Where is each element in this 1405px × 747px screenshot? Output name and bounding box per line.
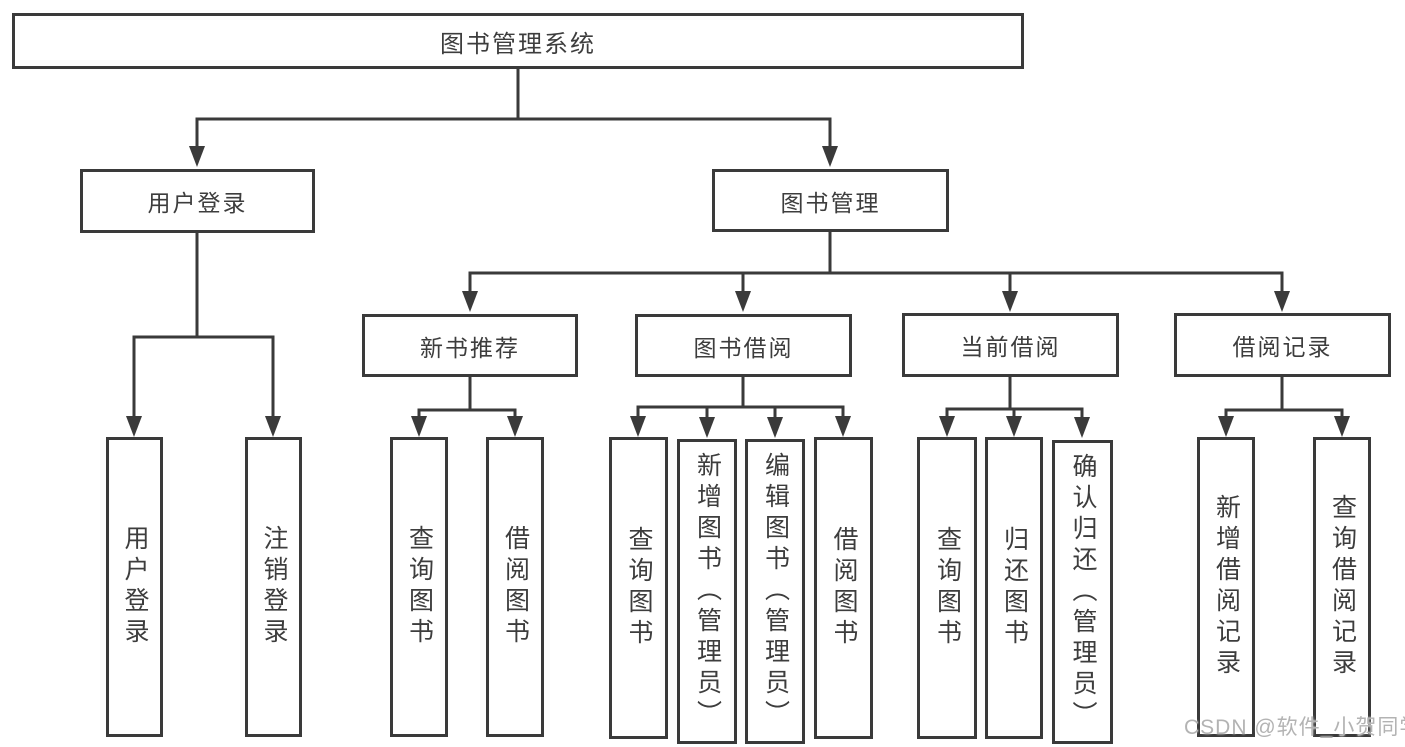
leaf-recommend-query-book: 查询图书	[390, 437, 448, 737]
leaf-logout-label: 注销登录	[260, 525, 288, 649]
leaf-record-add-borrow-record-label: 新增借阅记录	[1212, 494, 1241, 680]
leaf-record-query-borrow-record-label: 查询借阅记录	[1328, 494, 1357, 680]
leaf-borrow-add-book-admin: 新增图书（管理员）	[677, 439, 737, 744]
node-borrow-record: 借阅记录	[1174, 313, 1391, 377]
node-book-management: 图书管理	[712, 169, 949, 232]
node-book-borrow: 图书借阅	[635, 314, 852, 377]
leaf-borrow-edit-book-admin-label: 编辑图书（管理员）	[761, 452, 790, 731]
node-library-management-system: 图书管理系统	[12, 13, 1024, 69]
node-user-login: 用户登录	[80, 169, 315, 233]
arrowheads	[126, 146, 1350, 438]
leaf-recommend-borrow-book-label: 借阅图书	[501, 525, 530, 649]
leaf-current-return-book-label: 归还图书	[1000, 526, 1029, 650]
leaf-borrow-add-book-admin-label: 新增图书（管理员）	[693, 452, 722, 731]
leaf-user-login: 用户登录	[106, 437, 163, 737]
leaf-recommend-query-book-label: 查询图书	[405, 525, 434, 649]
node-current-borrow: 当前借阅	[902, 313, 1119, 377]
leaf-borrow-borrow-book-label: 借阅图书	[830, 526, 858, 650]
leaf-record-add-borrow-record: 新增借阅记录	[1197, 437, 1255, 737]
leaf-user-login-label: 用户登录	[121, 525, 149, 649]
leaf-borrow-query-book-label: 查询图书	[625, 526, 653, 650]
leaf-borrow-edit-book-admin: 编辑图书（管理员）	[745, 439, 805, 744]
leaf-borrow-borrow-book: 借阅图书	[814, 437, 873, 739]
leaf-recommend-borrow-book: 借阅图书	[486, 437, 544, 737]
leaf-current-confirm-return-admin: 确认归还（管理员）	[1052, 440, 1113, 744]
leaf-current-query-book: 查询图书	[917, 437, 977, 739]
leaf-current-confirm-return-admin-label: 确认归还（管理员）	[1069, 452, 1097, 732]
leaf-current-return-book: 归还图书	[985, 437, 1043, 739]
node-new-book-recommend: 新书推荐	[362, 314, 578, 377]
csdn-watermark: CSDN @软件_小贺同学	[1184, 716, 1405, 739]
leaf-logout: 注销登录	[245, 437, 302, 737]
leaf-record-query-borrow-record: 查询借阅记录	[1313, 437, 1371, 737]
leaf-borrow-query-book: 查询图书	[609, 437, 668, 739]
leaf-current-query-book-label: 查询图书	[933, 526, 962, 650]
